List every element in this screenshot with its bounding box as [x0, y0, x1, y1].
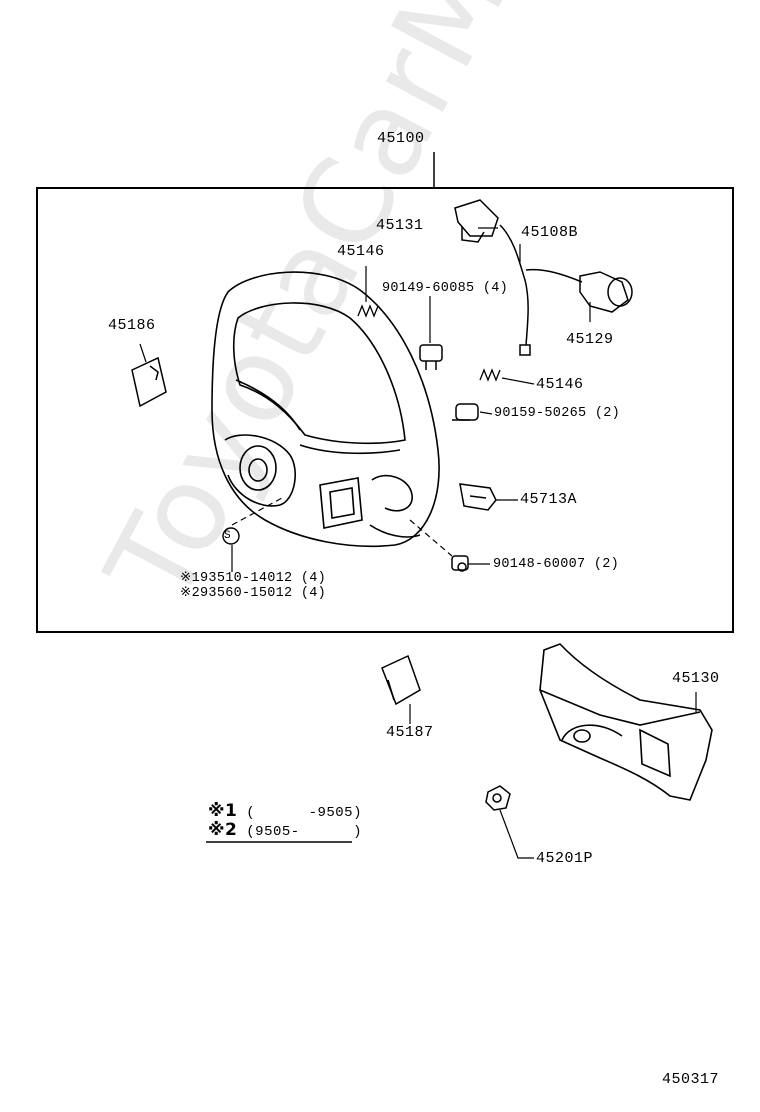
- leader-45146-mid: [501, 377, 535, 385]
- label-90159-50265: 90159-50265 (2): [494, 406, 621, 421]
- legend-row-2: ※2 (9505- ): [208, 820, 362, 840]
- s-mark-label: S: [224, 530, 231, 542]
- screw-90148[interactable]: [451, 555, 469, 572]
- legend-row-1: ※1 ( -9505): [208, 801, 362, 821]
- figure-id: 450317: [662, 1071, 720, 1088]
- label-45187: 45187: [386, 724, 434, 741]
- leader-45186: [139, 343, 147, 363]
- label-90148-60007: 90148-60007 (2): [493, 557, 620, 572]
- spring-45146-top[interactable]: [357, 304, 379, 318]
- leader-45201P: [499, 809, 534, 859]
- nut-45201P[interactable]: [485, 785, 511, 811]
- legend-text-1: ( -9505): [246, 805, 362, 821]
- legend-text-2: (9505- ): [246, 824, 362, 840]
- label-90149-60085: 90149-60085 (4): [382, 281, 509, 296]
- leader-s-screw: [231, 497, 283, 526]
- label-45713A: 45713A: [520, 491, 578, 508]
- steering-wheel[interactable]: [211, 271, 440, 548]
- cover-45187[interactable]: [381, 654, 421, 706]
- label-45131: 45131: [376, 217, 424, 234]
- label-193510-14012: ※193510-14012 (4): [180, 571, 327, 586]
- spring-45146-mid[interactable]: [479, 368, 501, 382]
- label-45186: 45186: [108, 317, 156, 334]
- legend-mark-1: ※1: [208, 801, 238, 821]
- leader-90159: [479, 411, 493, 415]
- switch-45713A[interactable]: [459, 483, 497, 511]
- s-mark-circle: [222, 527, 240, 545]
- cover-45186[interactable]: [131, 356, 167, 408]
- label-45108B: 45108B: [521, 224, 579, 241]
- label-45100: 45100: [377, 130, 425, 147]
- label-45130: 45130: [672, 670, 720, 687]
- label-45146-mid: 45146: [536, 376, 584, 393]
- label-45129: 45129: [566, 331, 614, 348]
- leader-90148-dashed: [409, 519, 453, 557]
- label-45146-top: 45146: [337, 243, 385, 260]
- label-45201P: 45201P: [536, 850, 594, 867]
- lower-cover-45130[interactable]: [539, 643, 713, 801]
- horn-wire-harness[interactable]: [454, 199, 633, 356]
- bolt-90149[interactable]: [419, 344, 443, 370]
- legend-mark-2: ※2: [208, 820, 238, 840]
- assembly-frame: [36, 187, 734, 633]
- label-293560-15012: ※293560-15012 (4): [180, 586, 327, 601]
- screw-90159[interactable]: [452, 403, 479, 421]
